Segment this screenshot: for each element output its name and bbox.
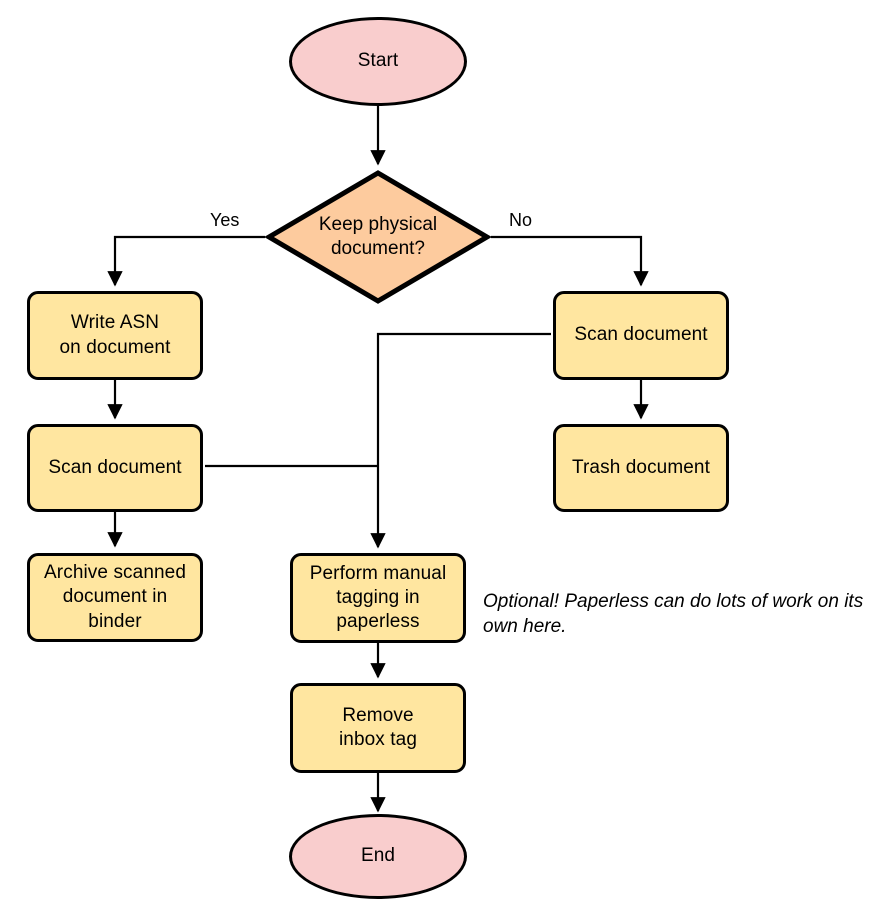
node-archive-document-label: Archive scanned document in binder (44, 562, 186, 632)
node-remove-inbox-tag[interactable]: Remove inbox tag (290, 683, 466, 773)
node-scan-document-right-label: Scan document (574, 324, 708, 346)
node-archive-document[interactable]: Archive scanned document in binder (27, 553, 203, 642)
node-trash-document-label: Trash document (572, 456, 710, 478)
edge-scan-right-to-tagging (370, 332, 551, 549)
node-scan-document-right[interactable]: Scan document (553, 291, 729, 380)
node-start[interactable]: Start (289, 17, 467, 106)
node-write-asn[interactable]: Write ASN on document (27, 291, 203, 380)
node-decision-label: Keep physical document? (318, 213, 438, 259)
node-start-label: Start (357, 50, 399, 72)
edge-decision-yes-to-write-asn (107, 235, 265, 287)
node-remove-inbox-tag-label: Remove inbox tag (338, 704, 417, 750)
node-manual-tagging[interactable]: Perform manual tagging in paperless (290, 553, 466, 643)
node-decision[interactable]: Keep physical document? (265, 169, 491, 305)
node-write-asn-label: Write ASN on document (59, 312, 171, 358)
node-scan-document-left-label: Scan document (48, 456, 182, 478)
node-manual-tagging-label: Perform manual tagging in paperless (309, 562, 447, 633)
edge-label-no: No (509, 210, 533, 230)
edge-label-yes: Yes (210, 210, 240, 230)
diamond-shape (265, 170, 491, 304)
node-end[interactable]: End (289, 814, 467, 899)
node-scan-document-left[interactable]: Scan document (27, 424, 203, 512)
node-trash-document[interactable]: Trash document (553, 424, 729, 512)
note-optional: Optional! Paperless can do lots of work … (483, 591, 864, 638)
edge-decision-no-to-scan-right (491, 235, 649, 287)
node-end-label: End (360, 845, 396, 867)
